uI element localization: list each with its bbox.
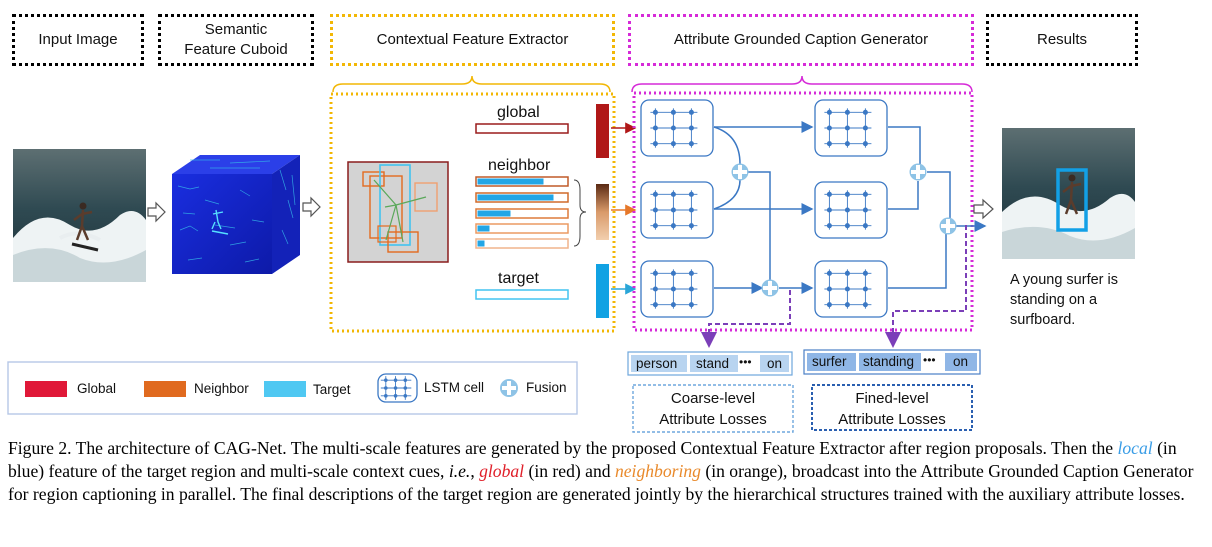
lstm-cell-6	[814, 260, 888, 318]
coarse-loss-line1: Coarse-level	[670, 390, 756, 407]
lstm-cell-4	[814, 181, 888, 239]
lstm-cells	[640, 99, 888, 318]
label-neighbor: neighbor	[488, 157, 551, 174]
legend-global-label: Global	[77, 381, 117, 396]
hollow-arrow-1	[147, 201, 166, 223]
label-target: target	[498, 270, 539, 287]
result-surf-image	[1002, 128, 1135, 259]
caption-part4: (in red) and	[524, 461, 615, 481]
coarse-loss-label: Coarse-level Attribute Losses	[633, 388, 793, 430]
caption-part2: (in blue) feature of the target region a…	[8, 438, 1177, 481]
header-input-label: Input Image	[38, 31, 118, 48]
neighbor-bars	[475, 176, 587, 249]
fine-loss-line1: Fined-level	[855, 390, 929, 407]
legend-target-swatch	[264, 381, 306, 397]
extractor-brace	[332, 75, 611, 93]
global-bar	[475, 123, 569, 134]
fine-loss-label: Fined-level Attribute Losses	[812, 388, 972, 430]
lstm-cell-1	[640, 99, 714, 157]
result-caption-line2: standing on a	[1010, 292, 1098, 308]
header-cuboid-line2: Feature Cuboid	[184, 41, 288, 58]
legend-lstm-icon	[377, 373, 418, 403]
fusion-node-4	[939, 217, 957, 235]
header-results-label: Results	[1036, 31, 1088, 48]
legend-fusion-icon	[500, 379, 518, 397]
attr-fine-dots: •••	[923, 353, 936, 367]
target-bar	[475, 289, 569, 300]
coarse-loss-box	[632, 384, 794, 433]
header-generator-label: Attribute Grounded Caption Generator	[673, 31, 929, 48]
lstm-cell-5	[640, 260, 714, 318]
header-caption-generator: Attribute Grounded Caption Generator	[628, 14, 974, 66]
legend-neighbor-swatch	[144, 381, 186, 397]
fine-loss-box	[811, 384, 973, 431]
legend-lstm-label: LSTM cell	[424, 380, 485, 395]
header-input-image: Input Image	[12, 14, 144, 66]
header-semantic-cuboid: Semantic Feature Cuboid	[158, 14, 314, 66]
legend-target-label: Target	[313, 382, 351, 397]
attr-coarse-dots: •••	[739, 355, 752, 369]
fusion-nodes	[731, 163, 957, 297]
caption-part3: ,	[470, 461, 480, 481]
caption-local: local	[1117, 438, 1153, 458]
legend-global-swatch	[25, 381, 67, 397]
label-global: global	[497, 104, 540, 121]
result-caption-line1: A young surfer is	[1010, 272, 1118, 288]
legend-lstm-cell	[377, 373, 418, 403]
fusion-node-2	[761, 279, 779, 297]
header-cuboid-line1: Semantic	[204, 21, 268, 38]
fine-loss-line2: Attribute Losses	[838, 411, 946, 428]
lstm-cell-2	[814, 99, 888, 157]
figure-caption: Figure 2. The architecture of CAG-Net. T…	[8, 437, 1203, 506]
caption-ie: i.e.	[448, 461, 471, 481]
header-extractor-label: Contextual Feature Extractor	[376, 31, 569, 48]
coarse-attribute-bar	[627, 351, 793, 376]
attr-fine-c: on	[953, 354, 969, 369]
attr-fine-a: surfer	[812, 354, 847, 369]
result-caption: A young surfer is standing on a surfboar…	[1010, 270, 1118, 330]
generator-box	[632, 91, 974, 332]
attr-coarse-c: on	[767, 356, 783, 371]
caption-neighboring: neighboring	[614, 461, 701, 481]
caption-part1: Figure 2. The architecture of CAG-Net. T…	[8, 438, 1118, 458]
legend-fusion-label: Fusion	[526, 380, 567, 395]
hollow-arrow-2	[302, 196, 321, 218]
fusion-node-1	[731, 163, 749, 181]
result-caption-line3: surfboard.	[1010, 312, 1076, 328]
generator-brace	[631, 75, 973, 93]
fine-attribute-bar	[803, 349, 981, 375]
target-feature-vector	[596, 264, 609, 318]
header-results: Results	[986, 14, 1138, 66]
hollow-arrow-3	[973, 198, 994, 220]
extractor-box	[329, 92, 616, 333]
global-feature-vector	[596, 104, 609, 158]
feature-cuboid	[172, 155, 300, 274]
fusion-node-3	[909, 163, 927, 181]
neighbor-feature-vector	[596, 184, 609, 240]
architecture-diagram	[7, 75, 1135, 433]
input-surf-image	[13, 149, 146, 282]
caption-part5: (in orange), broadcast into the Attribut…	[8, 461, 1194, 504]
attr-fine-b: standing	[863, 354, 915, 369]
attr-coarse-b: stand	[696, 356, 730, 371]
region-proposal-map	[347, 161, 449, 263]
lstm-cell-3	[640, 181, 714, 239]
attr-coarse-a: person	[636, 356, 678, 371]
legend-neighbor-label: Neighbor	[194, 381, 249, 396]
coarse-loss-line2: Attribute Losses	[659, 411, 767, 428]
caption-global: global	[479, 461, 525, 481]
header-contextual-extractor: Contextual Feature Extractor	[330, 14, 615, 66]
